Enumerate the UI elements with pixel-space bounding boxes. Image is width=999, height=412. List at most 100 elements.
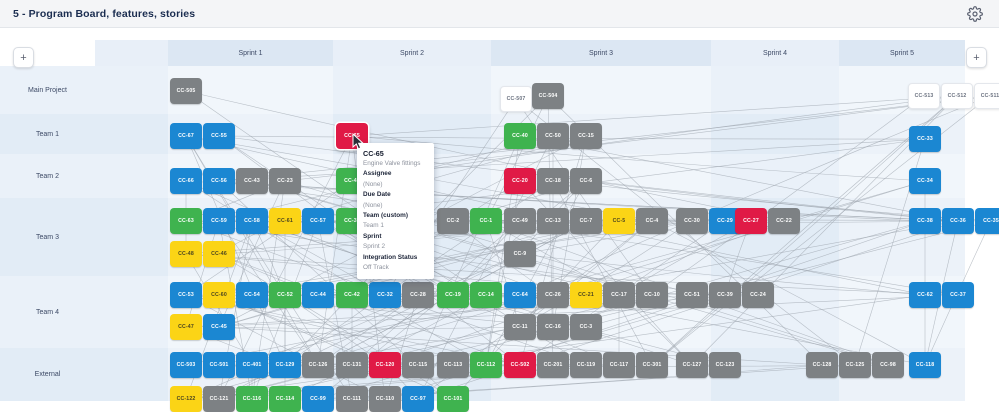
board-card[interactable]: CC-22: [768, 208, 800, 234]
board-card[interactable]: CC-27: [735, 208, 767, 234]
board-card[interactable]: CC-121: [203, 386, 235, 412]
add-column-button[interactable]: +: [966, 47, 987, 68]
board-card[interactable]: CC-10: [636, 282, 668, 308]
board-card[interactable]: CC-45: [203, 314, 235, 340]
board-card[interactable]: CC-98: [872, 352, 904, 378]
board-card[interactable]: CC-40: [504, 123, 536, 149]
board-card[interactable]: CC-47: [170, 314, 202, 340]
board-card[interactable]: CC-63: [170, 208, 202, 234]
row-header-team-2[interactable]: Team 2: [0, 154, 95, 198]
board-card[interactable]: CC-49: [504, 208, 536, 234]
board-card[interactable]: CC-20: [504, 168, 536, 194]
board-card[interactable]: CC-3: [570, 314, 602, 340]
board-card[interactable]: CC-52: [269, 282, 301, 308]
add-row-button[interactable]: +: [13, 47, 34, 68]
board-card[interactable]: CC-9: [504, 241, 536, 267]
board-card[interactable]: CC-37: [942, 282, 974, 308]
board-card[interactable]: CC-201: [537, 352, 569, 378]
board-card[interactable]: CC-507: [500, 86, 532, 112]
board-card[interactable]: CC-111: [336, 386, 368, 412]
board-card[interactable]: CC-59: [203, 208, 235, 234]
board-card[interactable]: CC-50: [537, 123, 569, 149]
board-card[interactable]: CC-125: [839, 352, 871, 378]
board-card[interactable]: CC-129: [269, 352, 301, 378]
board-card[interactable]: CC-32: [369, 282, 401, 308]
board-card[interactable]: CC-55: [203, 123, 235, 149]
board-card[interactable]: CC-57: [302, 208, 334, 234]
board-card[interactable]: CC-39: [709, 282, 741, 308]
board-card[interactable]: CC-44: [302, 282, 334, 308]
board-card[interactable]: CC-501: [203, 352, 235, 378]
board-card[interactable]: CC-56: [203, 168, 235, 194]
row-header-main-project[interactable]: Main Project: [0, 66, 95, 114]
board-card[interactable]: CC-17: [603, 282, 635, 308]
board-card[interactable]: CC-512: [941, 83, 973, 109]
board-card[interactable]: CC-33: [909, 126, 941, 152]
row-header-team-1[interactable]: Team 1: [0, 114, 95, 154]
gear-icon[interactable]: [967, 5, 983, 22]
board-card[interactable]: CC-21: [570, 282, 602, 308]
board-card[interactable]: CC-504: [532, 83, 564, 109]
board-card[interactable]: CC-51: [676, 282, 708, 308]
board-card[interactable]: CC-513: [908, 83, 940, 109]
board-card[interactable]: CC-99: [302, 386, 334, 412]
board-card[interactable]: CC-58: [236, 208, 268, 234]
column-header-sprint-4[interactable]: Sprint 4: [711, 40, 839, 66]
board-card[interactable]: CC-116: [236, 386, 268, 412]
board-card[interactable]: CC-122: [170, 386, 202, 412]
board-card[interactable]: CC-127: [676, 352, 708, 378]
board-card[interactable]: CC-60: [203, 282, 235, 308]
board-card[interactable]: CC-30: [676, 208, 708, 234]
board-card[interactable]: CC-24: [742, 282, 774, 308]
board-card[interactable]: CC-131: [336, 352, 368, 378]
board-card[interactable]: CC-2: [437, 208, 469, 234]
board-card[interactable]: CC-6: [570, 168, 602, 194]
board-card[interactable]: CC-7: [570, 208, 602, 234]
board-card[interactable]: CC-1: [470, 208, 502, 234]
column-header-sprint-1[interactable]: Sprint 1: [168, 40, 333, 66]
board-card[interactable]: CC-5: [603, 208, 635, 234]
board-card[interactable]: CC-54: [236, 282, 268, 308]
board-card[interactable]: CC-61: [269, 208, 301, 234]
board-card[interactable]: CC-505: [170, 78, 202, 104]
board-card[interactable]: CC-16: [537, 314, 569, 340]
board-card[interactable]: CC-301: [636, 352, 668, 378]
board-card[interactable]: CC-123: [709, 352, 741, 378]
row-header-team-3[interactable]: Team 3: [0, 198, 95, 276]
board-card[interactable]: CC-36: [942, 208, 974, 234]
board-card[interactable]: CC-15: [570, 123, 602, 149]
board-card[interactable]: CC-120: [369, 352, 401, 378]
board-card[interactable]: CC-26: [537, 282, 569, 308]
board-card[interactable]: CC-43: [236, 168, 268, 194]
board-card[interactable]: CC-23: [269, 168, 301, 194]
board-card[interactable]: CC-401: [236, 352, 268, 378]
column-header-sprint-2[interactable]: Sprint 2: [333, 40, 491, 66]
board-card[interactable]: CC-113: [437, 352, 469, 378]
board-card[interactable]: CC-28: [402, 282, 434, 308]
board-card[interactable]: CC-126: [302, 352, 334, 378]
board-card[interactable]: CC-46: [203, 241, 235, 267]
board-card[interactable]: CC-35: [975, 208, 999, 234]
board-card[interactable]: CC-18: [537, 168, 569, 194]
row-header-external[interactable]: External: [0, 348, 95, 401]
board-card[interactable]: CC-14: [470, 282, 502, 308]
board-card[interactable]: CC-118: [909, 352, 941, 378]
board-card[interactable]: CC-13: [537, 208, 569, 234]
board-card[interactable]: CC-34: [909, 168, 941, 194]
column-header-sprint-5[interactable]: Sprint 5: [839, 40, 965, 66]
board-card[interactable]: CC-62: [909, 282, 941, 308]
board-card[interactable]: CC-4: [636, 208, 668, 234]
board-card[interactable]: CC-511: [974, 83, 999, 109]
row-header-team-4[interactable]: Team 4: [0, 276, 95, 348]
board-card[interactable]: CC-67: [170, 123, 202, 149]
board-card[interactable]: CC-48: [170, 241, 202, 267]
column-header-blank[interactable]: [95, 40, 168, 66]
board-card[interactable]: CC-119: [570, 352, 602, 378]
board-card[interactable]: CC-114: [269, 386, 301, 412]
board-card[interactable]: CC-19: [437, 282, 469, 308]
board-card[interactable]: CC-128: [806, 352, 838, 378]
board-card[interactable]: CC-503: [170, 352, 202, 378]
board-card[interactable]: CC-502: [504, 352, 536, 378]
board-card[interactable]: CC-97: [402, 386, 434, 412]
board-card[interactable]: CC-117: [603, 352, 635, 378]
